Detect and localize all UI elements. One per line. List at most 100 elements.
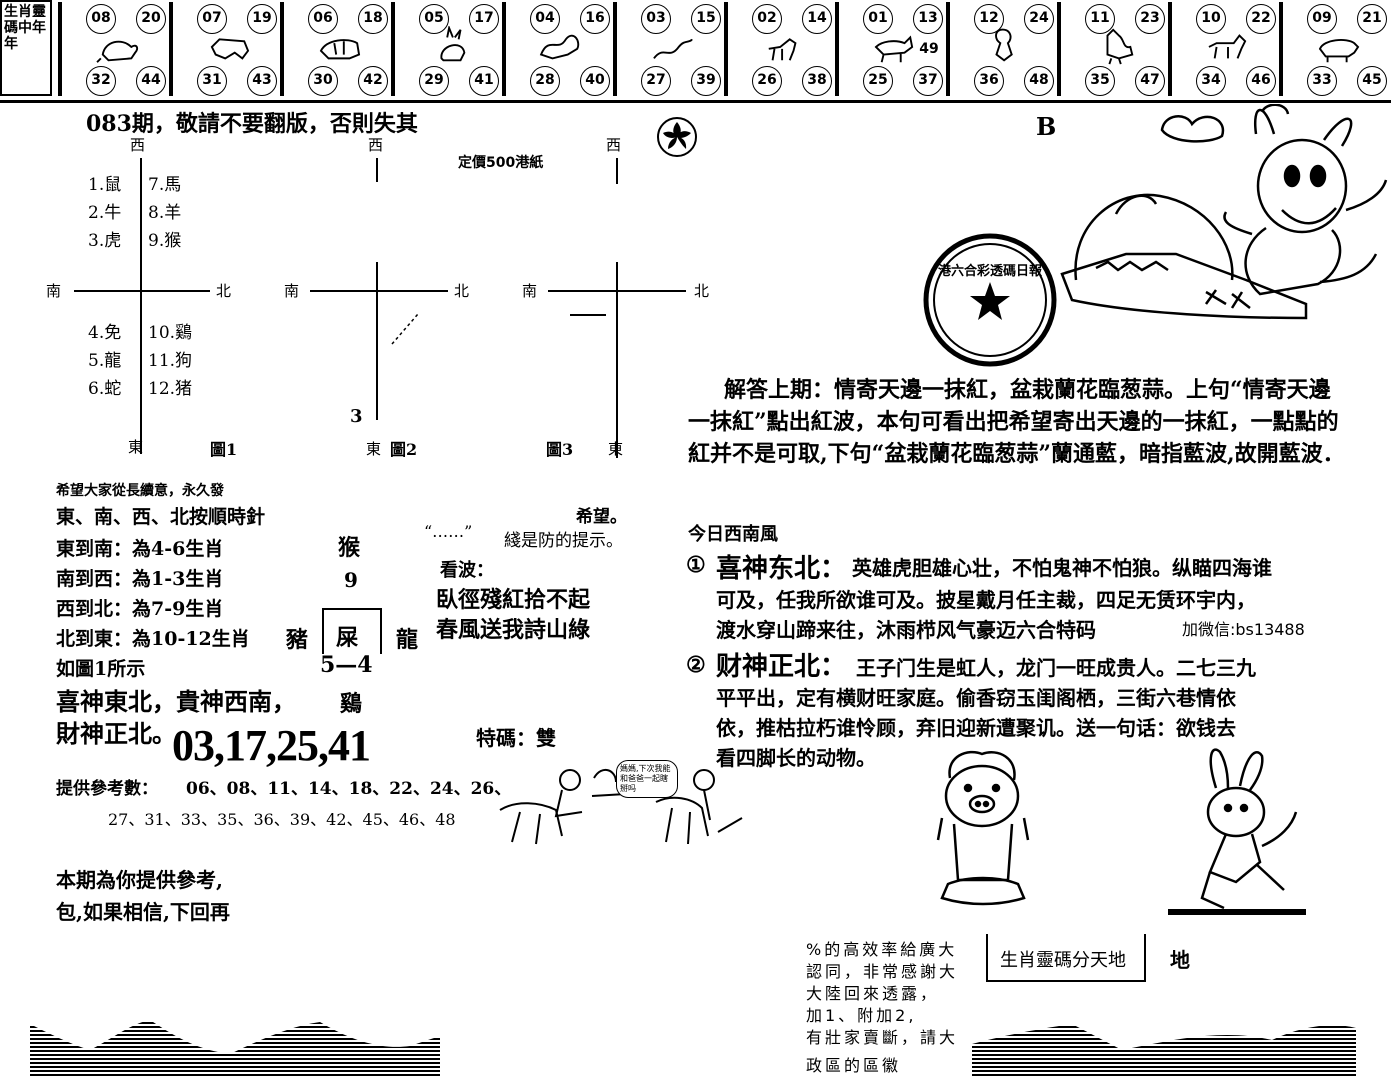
zodiac-cell: 11 23 35 47 — [1057, 2, 1165, 96]
rat-icon — [94, 26, 142, 66]
zodiac-number: 24 — [1024, 4, 1054, 34]
zodiac-number: 47 — [1135, 66, 1165, 96]
b-mark: B — [1036, 112, 1057, 141]
zodiac-number: 23 — [1135, 4, 1165, 34]
poem-line-2: 春風送我詩山綠 — [436, 617, 591, 643]
rabbit-crocodile-cartoon — [1056, 103, 1391, 340]
newspaper-stamp: 港六合彩透碼日報 — [920, 230, 1060, 370]
fig2-vertical-axis — [376, 262, 378, 420]
zodiac-number: 39 — [691, 66, 721, 96]
zodiac-code-box — [986, 934, 1146, 982]
zodiac-item: 4.免 — [88, 323, 122, 343]
zodiac-number: 38 — [802, 66, 832, 96]
zodiac-number: 43 — [247, 66, 277, 96]
zodiac-number: 04 — [530, 4, 560, 34]
zodiac-item: 3.虎 — [88, 231, 122, 251]
center-box — [322, 608, 382, 654]
number-nine: 9 — [344, 568, 358, 592]
zodiac-item: 5.龍 — [88, 351, 122, 371]
fig3-label: 圖3 — [546, 440, 574, 459]
clockwise-text: 東、南、西、北按順時針 — [56, 506, 266, 528]
as-figure: 如圖1所示 — [56, 658, 146, 680]
clue-2-line-4: 看四脚长的动物。 — [716, 746, 876, 770]
zodiac-item: 7.馬 — [148, 175, 182, 195]
zodiac-number: 13 — [913, 4, 943, 34]
poem-line-1: 臥徑殘紅拾不起 — [436, 587, 591, 613]
fig2-west: 西 — [368, 136, 384, 154]
fig3-east: 東 — [608, 440, 624, 458]
center-box-char: 屎 — [336, 625, 359, 651]
zodiac-number: 37 — [913, 66, 943, 96]
br-line-2: 認同，非常感謝大 — [806, 962, 959, 981]
clockwise-text-end: 希望。 — [576, 507, 627, 527]
zodiac-number: 21 — [1357, 4, 1387, 34]
zodiac-extra-number: 49 — [915, 36, 943, 64]
zodiac-number: 09 — [1307, 4, 1337, 34]
zodiac-number: 34 — [1196, 66, 1226, 96]
zodiac-item: 6.蛇 — [88, 379, 122, 399]
zodiac-number: 26 — [752, 66, 782, 96]
fig3-horizontal-axis — [548, 290, 686, 292]
zodiac-number: 05 — [419, 4, 449, 34]
br-line-5: 有壯家賣斷，請大 — [806, 1028, 959, 1047]
wechat-contact: 加微信:bs13488 — [1182, 620, 1305, 639]
fig2-vertical-axis-top — [376, 158, 378, 182]
zodiac-item: 9.猴 — [148, 231, 182, 251]
featured-numbers: 03,17,25,41 — [172, 721, 371, 770]
zodiac-number: 19 — [247, 4, 277, 34]
br-line-1: %的高效率給廣大 — [806, 940, 958, 959]
zodiac-number: 15 — [691, 4, 721, 34]
zodiac-number: 35 — [1085, 66, 1115, 96]
fig3-vertical-axis-top — [616, 158, 618, 184]
bottom-note-1: 本期為你提供參考, — [56, 868, 223, 892]
zodiac-item: 1.鼠 — [88, 175, 122, 195]
fig3-vertical-axis — [616, 262, 618, 458]
dragon-icon — [538, 26, 586, 66]
monkey-icon — [982, 26, 1030, 66]
xi-gui-shen: 喜神東北，貴神西南， — [56, 687, 296, 716]
rooster-icon — [1093, 26, 1141, 66]
five-dash-four: 5—4 — [320, 652, 373, 678]
zodiac-item: 8.羊 — [148, 203, 182, 223]
zodiac-number: 33 — [1307, 66, 1337, 96]
fig2-label: 圖2 — [390, 440, 418, 459]
fig1-label: 圖1 — [210, 440, 238, 459]
fig3-north: 北 — [694, 282, 710, 300]
zodiac-number: 25 — [863, 66, 893, 96]
clue-2-mark: ② — [686, 652, 706, 678]
fig3-west: 西 — [606, 136, 622, 154]
fig2-north: 北 — [454, 282, 470, 300]
clue-1-line-3: 渡水穿山蹄来往，沐雨栉风气豪迈六合特码 — [716, 618, 1096, 642]
reference-numbers-2: 27、31、33、35、36、39、42、45、46、48 — [108, 810, 456, 829]
rooster-char: 鷄 — [340, 691, 363, 717]
clue-1-line-2: 可及，任我所欲谁可及。披星戴月任主裁，四足无赁环宇内， — [716, 588, 1256, 612]
fig2-horizontal-axis — [310, 290, 448, 292]
zodiac-number: 02 — [752, 4, 782, 34]
pig-icon — [1315, 26, 1363, 66]
zodiac-number: 17 — [469, 4, 499, 34]
rabbit-running-cartoon — [1166, 742, 1308, 916]
decorative-mountains-right — [972, 1010, 1356, 1076]
east-to-south: 東到南：為4-6生肖 — [56, 538, 224, 560]
br-line-3: 大陸回來透露， — [806, 984, 940, 1003]
hint-text: 綫是防的提示。 — [504, 531, 623, 551]
fig3-south: 南 — [522, 282, 538, 300]
zodiac-number: 32 — [86, 66, 116, 96]
dog-icon — [1204, 26, 1252, 66]
cai-shen: 財神正北。 — [56, 719, 176, 748]
zodiac-item: 11.狗 — [148, 351, 193, 371]
last-issue-answer: 解答上期：情寄天邊一抹紅，盆栽蘭花臨葱蒜。上句“情寄天邊一抹紅”點出紅波，本句可… — [688, 377, 1345, 467]
zodiac-number: 20 — [136, 4, 166, 34]
fig1-horizontal-axis — [74, 290, 210, 292]
zodiac-number: 40 — [580, 66, 610, 96]
zodiac-number: 03 — [641, 4, 671, 34]
clue-1-mark: ① — [686, 552, 706, 578]
zodiac-number: 11 — [1085, 4, 1115, 34]
br-line-6: 政區的區徽 — [806, 1056, 902, 1075]
price-label: 定價500港紙 — [458, 155, 544, 171]
fig1-vertical-axis — [140, 158, 142, 454]
